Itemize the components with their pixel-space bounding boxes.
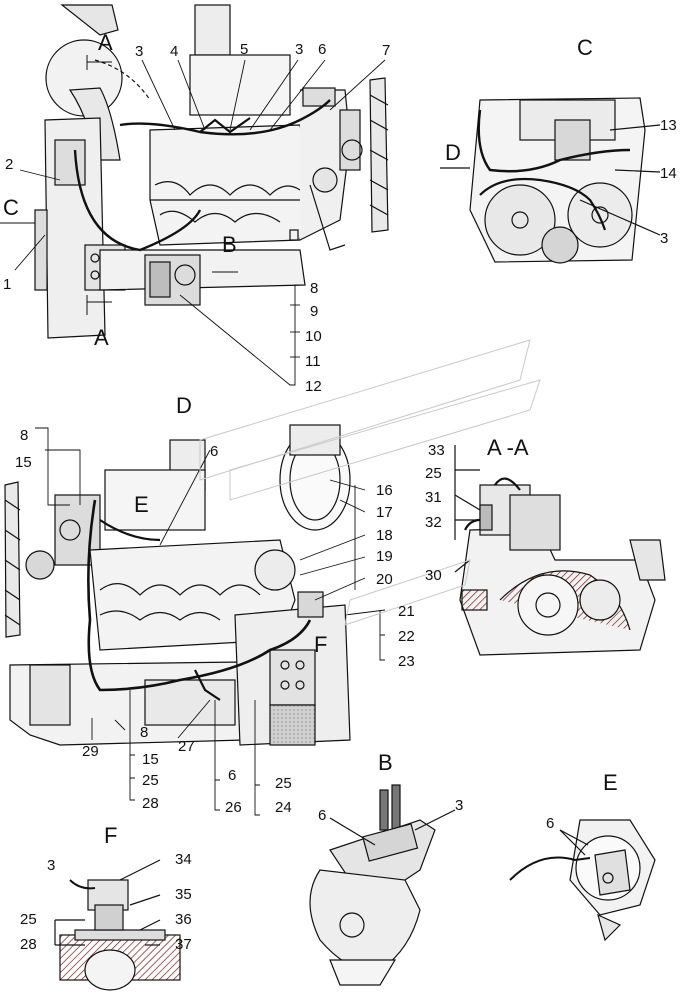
callout-23: 23 (398, 653, 415, 670)
section-arrows-main (0, 55, 238, 315)
section-mark-f: F (314, 632, 327, 657)
callout-24: 24 (275, 799, 292, 816)
callout-3: 3 (455, 797, 463, 814)
callout-21: 21 (398, 603, 415, 620)
main-engine-view (34, 4, 389, 339)
callout-30: 30 (425, 567, 442, 584)
callout-8: 8 (310, 280, 318, 297)
view-title-d: D (176, 393, 192, 418)
callout-6: 6 (228, 767, 236, 784)
watermark-shapes (199, 339, 541, 626)
callout-15: 15 (142, 751, 159, 768)
section-mark-e: E (134, 492, 149, 517)
callout-3: 3 (660, 230, 668, 247)
callout-25: 25 (142, 772, 159, 789)
callout-6: 6 (318, 807, 326, 824)
callout-18: 18 (376, 527, 393, 544)
callout-16: 16 (376, 482, 393, 499)
callout-9: 9 (310, 303, 318, 320)
callout-7: 7 (382, 42, 390, 59)
callout-35: 35 (175, 886, 192, 903)
callout-13: 13 (660, 117, 677, 134)
callout-3: 3 (135, 43, 143, 60)
callout-32: 32 (425, 514, 442, 531)
view-c-drawing (440, 97, 661, 264)
callout-27: 27 (178, 738, 195, 755)
section-mark-c: C (3, 195, 19, 220)
view-titles: C D A -A B E F (104, 35, 618, 848)
view-b-drawing (309, 784, 456, 986)
view-e-drawing (509, 819, 656, 942)
callout-1: 1 (3, 276, 11, 293)
callout-25: 25 (425, 465, 442, 482)
leader-lines-main (14, 59, 386, 386)
callout-33: 33 (428, 442, 445, 459)
callout-29: 29 (82, 743, 99, 760)
view-d-drawing (4, 424, 351, 746)
view-title-b: B (378, 750, 393, 775)
callout-26: 26 (225, 799, 242, 816)
callout-34: 34 (175, 851, 192, 868)
callout-31: 31 (425, 489, 442, 506)
callout-11: 11 (305, 353, 321, 370)
callout-4: 4 (170, 43, 178, 60)
view-title-e: E (603, 770, 618, 795)
callout-36: 36 (175, 911, 192, 928)
callout-17: 17 (376, 504, 393, 521)
callout-15: 15 (15, 454, 32, 471)
callout-12: 12 (305, 378, 322, 395)
section-mark-d: D (445, 140, 461, 165)
callout-6: 6 (318, 41, 326, 58)
section-mark-a-top: A (98, 30, 113, 55)
callout-6: 6 (546, 815, 554, 832)
view-aa-drawing (454, 445, 666, 656)
callout-3: 3 (295, 41, 303, 58)
callout-37: 37 (175, 936, 192, 953)
callout-14: 14 (660, 165, 677, 182)
section-mark-a-bottom: A (94, 325, 109, 350)
view-title-aa: A -A (487, 435, 529, 460)
callout-5: 5 (240, 41, 248, 58)
callout-19: 19 (376, 548, 393, 565)
section-mark-b: B (222, 232, 237, 257)
callout-3: 3 (47, 857, 55, 874)
callout-10: 10 (305, 328, 322, 345)
view-title-f: F (104, 823, 117, 848)
section-marks: A A C B D E F (3, 30, 461, 657)
callout-numbers: 3 4 5 3 6 7 2 1 8 9 10 11 12 13 14 3 8 1… (3, 41, 677, 953)
leader-lines-d (35, 427, 386, 816)
callout-2: 2 (5, 156, 13, 173)
callout-28: 28 (20, 936, 37, 953)
view-title-c: C (577, 35, 593, 60)
callout-20: 20 (376, 571, 393, 588)
callout-28: 28 (142, 795, 159, 812)
callout-8: 8 (140, 724, 148, 741)
callout-22: 22 (398, 628, 415, 645)
callout-25: 25 (275, 775, 292, 792)
callout-8: 8 (20, 427, 28, 444)
callout-6: 6 (210, 443, 218, 460)
view-f-drawing (54, 859, 181, 991)
callout-25: 25 (20, 911, 37, 928)
